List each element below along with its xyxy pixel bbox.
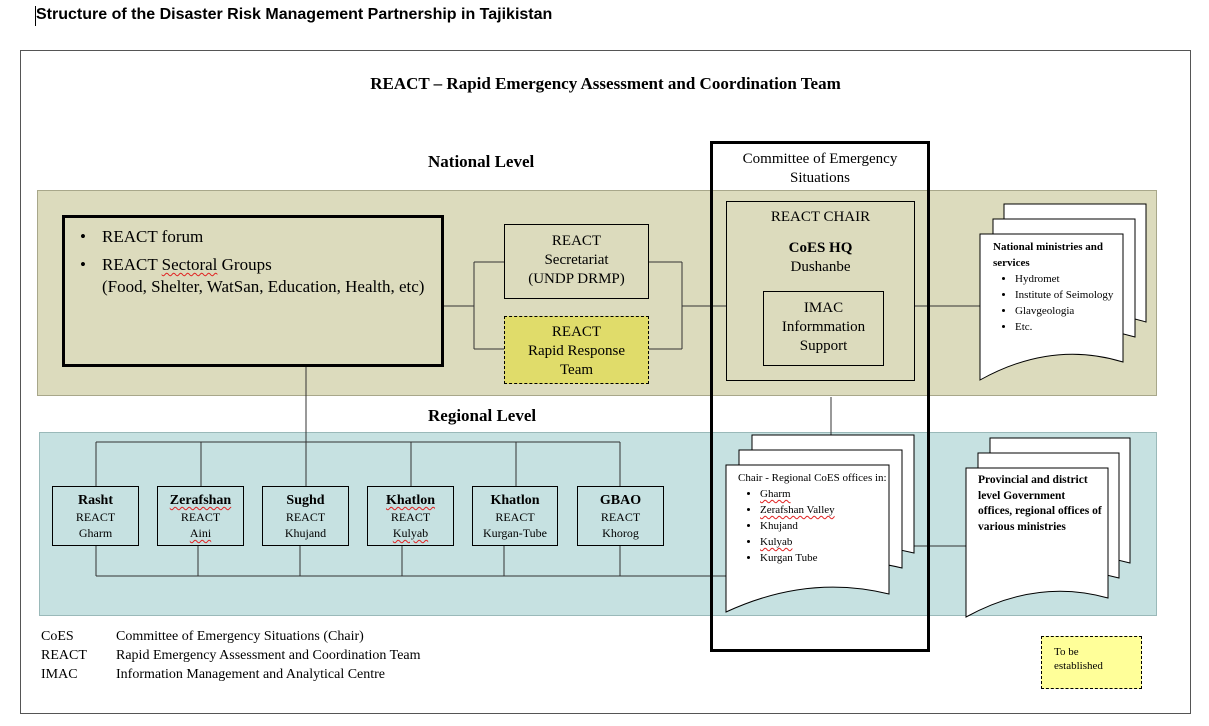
region-box-zerafshan: Zerafshan REACT Aini	[157, 486, 244, 546]
bullet-icon: •	[80, 255, 86, 274]
regional-level-label: Regional Level	[428, 406, 537, 425]
region-box-rasht: Rasht REACT Gharm	[52, 486, 139, 546]
text-cursor	[35, 6, 36, 26]
coes-column-box	[710, 141, 930, 652]
imac-box: IMAC Informmation Support	[763, 291, 884, 366]
legend-abbr-coes: CoES	[41, 629, 74, 644]
regional-coes-text: Chair - Regional CoES offices in: Gharm …	[738, 470, 888, 566]
national-ministries-doc-shape	[979, 203, 1147, 381]
provincial-offices-text: Provincial and district level Government…	[978, 474, 1102, 533]
region-box-sughd: Sughd REACT Khujand	[262, 486, 349, 546]
legend-abbr-react: REACT	[41, 648, 87, 663]
diagram-title: REACT – Rapid Emergency Assessment and C…	[370, 74, 841, 93]
react-secretariat-box: REACT Secretariat (UNDP DRMP)	[504, 224, 649, 299]
region-box-khatlon-kurgan-tube: Khatlon REACT Kurgan-Tube	[472, 486, 558, 546]
to-be-established-key: To be established	[1041, 636, 1142, 689]
region-box-khatlon-kulyab: Khatlon REACT Kulyab	[367, 486, 454, 546]
legend-def-imac: Information Management and Analytical Ce…	[116, 667, 386, 682]
coes-column-label: Committee of Emergency Situations	[742, 151, 898, 186]
legend-abbr-imac: IMAC	[41, 667, 78, 682]
legend-def-react: Rapid Emergency Assessment and Coordinat…	[116, 648, 421, 663]
national-ministries-text: National ministries and services Hydrome…	[993, 239, 1123, 335]
diagram-frame	[20, 50, 1191, 714]
react-chair-box	[726, 201, 915, 381]
react-chair-title: REACT CHAIR	[770, 209, 871, 225]
react-forum-list: • REACT forum • REACT Sectoral Groups (F…	[78, 226, 428, 304]
react-forum-box	[62, 215, 444, 367]
document-title: Structure of the Disaster Risk Managemen…	[36, 6, 553, 23]
provincial-doc-shape	[965, 437, 1131, 618]
rapid-response-team-box: REACT Rapid Response Team	[504, 316, 649, 384]
coes-hq-label: CoES HQ Dushanbe	[788, 240, 853, 275]
forum-list-item: • REACT Sectoral Groups (Food, Shelter, …	[80, 255, 425, 296]
bullet-icon: •	[80, 227, 86, 246]
legend-def-coes: Committee of Emergency Situations (Chair…	[116, 629, 364, 644]
forum-list-item: • REACT forum	[80, 227, 204, 246]
regional-coes-doc-shape	[725, 434, 915, 613]
national-level-label: National Level	[428, 152, 535, 171]
region-box-gbao: GBAO REACT Khorog	[577, 486, 664, 546]
